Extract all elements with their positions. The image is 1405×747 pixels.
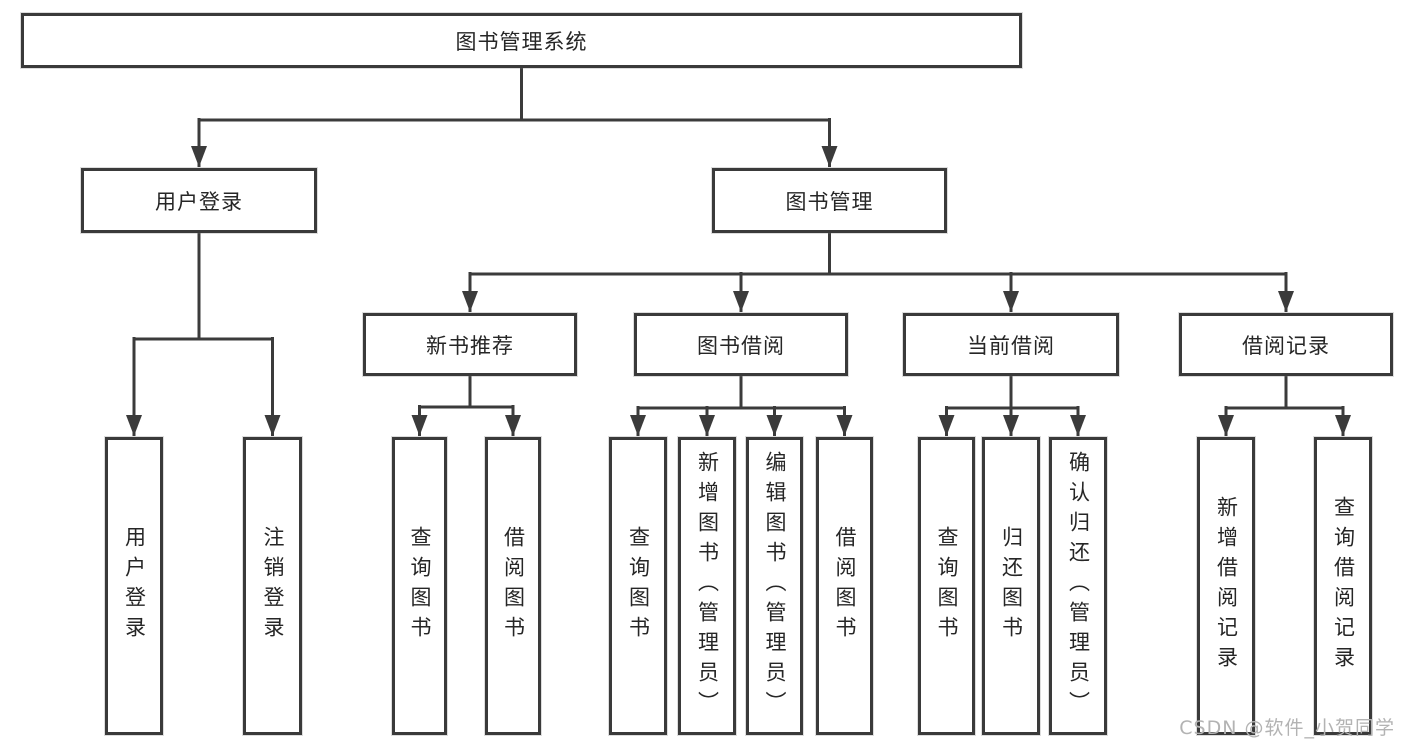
node-label: 新增借阅记录 (1214, 496, 1239, 676)
node-current-borrowing: 当前借阅 (903, 313, 1119, 376)
leaf-logout: 注销登录 (243, 437, 302, 735)
leaf-add-borrow-record: 新增借阅记录 (1197, 437, 1255, 735)
node-new-book-recommendation: 新书推荐 (363, 313, 577, 376)
edge-book-management-children (462, 233, 1294, 312)
node-label: 图书借阅 (697, 333, 785, 358)
node-label: 确认归还（管理员） (1066, 451, 1091, 721)
node-borrowing-records: 借阅记录 (1179, 313, 1393, 376)
node-label: 查询图书 (408, 526, 432, 646)
edge-book-borrowing-children (630, 376, 853, 436)
leaf-borrow-books-recommend: 借阅图书 (485, 437, 541, 735)
node-label: 用户登录 (155, 189, 243, 214)
node-label: 借阅图书 (501, 526, 526, 646)
leaf-query-borrow-record: 查询借阅记录 (1314, 437, 1372, 735)
leaf-query-books-borrowing: 查询图书 (609, 437, 667, 735)
leaf-query-books-recommend: 查询图书 (392, 437, 447, 735)
node-label: 用户登录 (122, 526, 147, 646)
edge-new-book-recommendation-children (411, 376, 521, 436)
node-label: 图书管理系统 (455, 29, 588, 54)
watermark-text: CSDN @软件_小贺同学 (1179, 717, 1395, 739)
edge-user-login-children (126, 233, 281, 436)
node-book-borrowing: 图书借阅 (634, 313, 848, 376)
node-label: 当前借阅 (967, 333, 1055, 358)
leaf-add-books-admin: 新增图书（管理员） (678, 437, 736, 735)
node-label: 注销登录 (261, 526, 285, 646)
node-label: 图书管理 (785, 189, 874, 214)
node-user-login: 用户登录 (81, 168, 317, 233)
edge-borrowing-records-children (1218, 376, 1351, 436)
node-label: 查询图书 (626, 526, 651, 646)
node-label: 借阅记录 (1242, 333, 1330, 358)
leaf-borrow-books-borrowing: 借阅图书 (816, 437, 873, 735)
node-label: 归还图书 (999, 526, 1024, 646)
leaf-edit-books-admin: 编辑图书（管理员） (746, 437, 803, 735)
node-label: 编辑图书（管理员） (763, 451, 787, 721)
leaf-query-books-current: 查询图书 (918, 437, 975, 735)
edge-root-to-level1 (191, 68, 838, 167)
node-label: 借阅图书 (833, 526, 857, 646)
node-label: 查询借阅记录 (1331, 496, 1356, 676)
leaf-confirm-return-admin: 确认归还（管理员） (1049, 437, 1107, 735)
node-label: 查询图书 (935, 526, 959, 646)
node-label: 新增图书（管理员） (695, 451, 720, 721)
node-book-management: 图书管理 (712, 168, 947, 233)
leaf-return-books: 归还图书 (982, 437, 1040, 735)
node-library-management-system: 图书管理系统 (21, 13, 1022, 68)
edge-current-borrowing-children (938, 376, 1086, 436)
leaf-user-login: 用户登录 (105, 437, 163, 735)
node-label: 新书推荐 (426, 333, 514, 358)
